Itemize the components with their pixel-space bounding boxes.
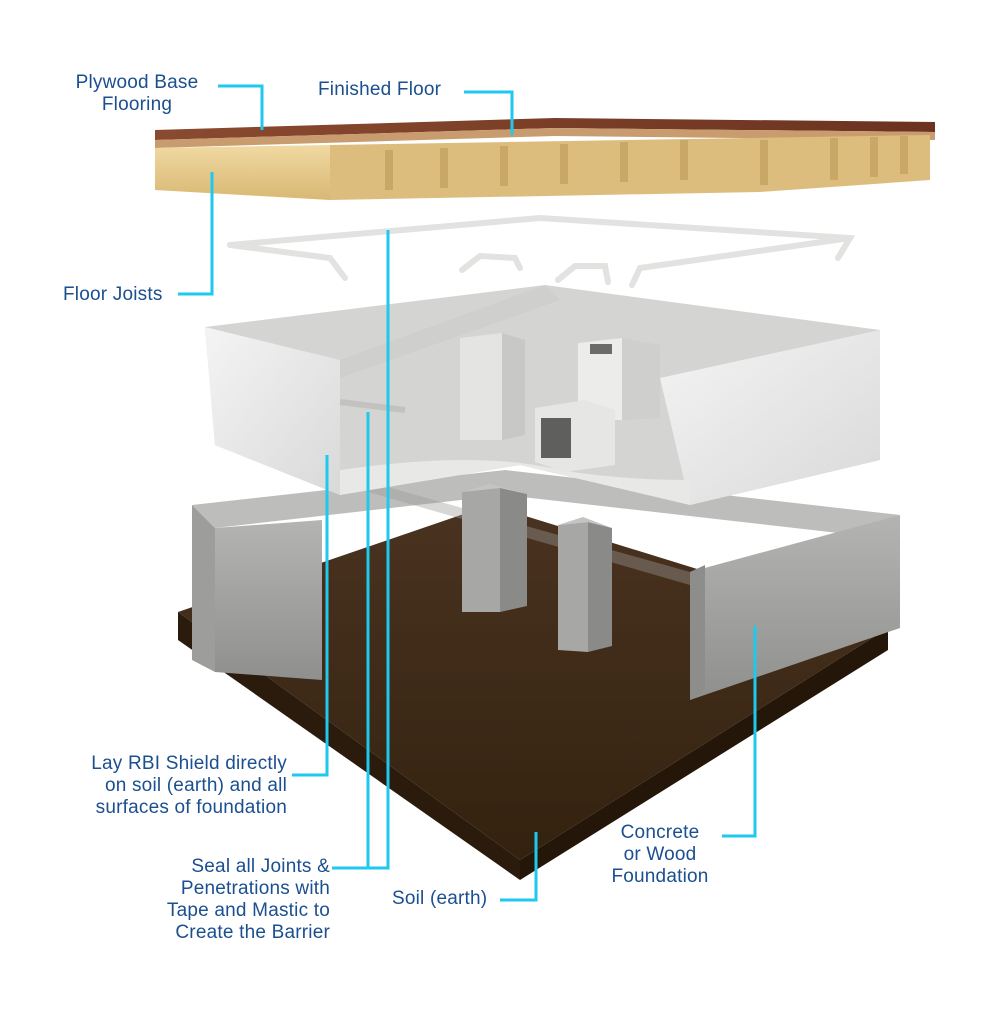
leader-foundation	[722, 626, 757, 838]
finished-floor-label: Finished Floor	[318, 79, 442, 100]
lay-shield-label: Lay RBI Shield directly on soil (earth) …	[91, 753, 287, 818]
plywood-label: Plywood Base Flooring	[75, 72, 199, 115]
soil-label: Soil (earth)	[392, 888, 488, 909]
floor-assembly	[155, 118, 935, 200]
leader-floor-joists	[178, 172, 214, 296]
leader-lay-shield	[292, 455, 329, 777]
tape-seal-outline	[227, 214, 856, 288]
foundation-label: Concrete or Wood Foundation	[611, 822, 709, 887]
rbi-shield-liner	[205, 285, 880, 505]
leader-lines	[178, 84, 757, 902]
leader-soil	[500, 832, 538, 902]
leader-plywood	[218, 84, 264, 130]
leader-seal-b	[368, 230, 390, 870]
leader-finished-floor	[464, 90, 514, 135]
floor-joists-label: Floor Joists	[63, 284, 163, 305]
seal-joints-label: Seal all Joints & Penetrations with Tape…	[166, 856, 330, 943]
